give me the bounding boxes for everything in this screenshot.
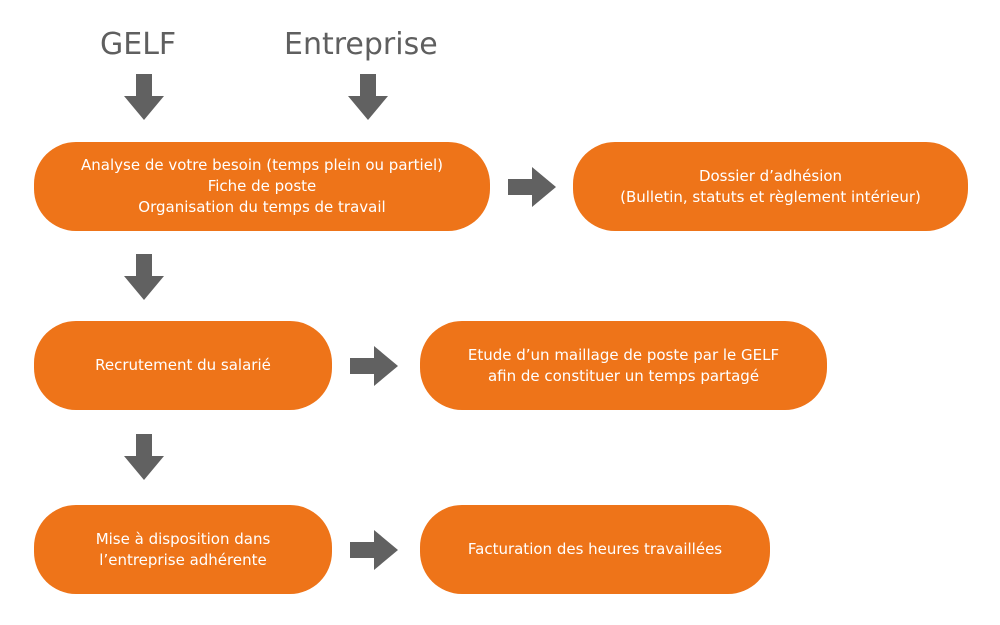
step-analyse-line1: Analyse de votre besoin (temps plein ou … <box>81 156 443 174</box>
step-etude-line2: afin de constituer un temps partagé <box>487 366 760 385</box>
step-analyse-line2: Fiche de poste <box>207 177 317 195</box>
step-recrutement-box: Recrutement du salarié <box>34 321 332 410</box>
arrow-down-icon <box>124 254 164 300</box>
gelf-label: GELF <box>100 27 177 62</box>
arrow-right-icon <box>508 167 556 207</box>
step-facturation-box: Facturation des heures travaillées <box>420 505 770 594</box>
step-facturation-line1: Facturation des heures travaillées <box>467 540 723 558</box>
arrow-right-icon <box>350 530 398 570</box>
arrow-down-icon <box>348 74 388 120</box>
arrow-down-icon <box>124 74 164 120</box>
step-analyse-line3: Organisation du temps de travail <box>138 198 386 216</box>
entreprise-label: Entreprise <box>284 27 438 62</box>
step-etude-line1: Etude d’un maillage de poste par le GELF <box>467 345 780 364</box>
step-recrutement-line1: Recrutement du salarié <box>95 356 271 374</box>
step-dossier-box: Dossier d’adhésion (Bulletin, statuts et… <box>573 142 968 231</box>
step-analyse-box: Analyse de votre besoin (temps plein ou … <box>34 142 490 231</box>
step-mise-a-disposition-box: Mise à disposition dans l’entreprise adh… <box>34 505 332 594</box>
step-dossier-line1: Dossier d’adhésion <box>698 166 843 185</box>
step-mise-line1: Mise à disposition dans <box>95 529 271 548</box>
step-mise-line2: l’entreprise adhérente <box>99 550 267 569</box>
step-dossier-line2: (Bulletin, statuts et règlement intérieu… <box>620 187 921 206</box>
arrow-down-icon <box>124 434 164 480</box>
step-etude-box: Etude d’un maillage de poste par le GELF… <box>420 321 827 410</box>
arrow-right-icon <box>350 346 398 386</box>
